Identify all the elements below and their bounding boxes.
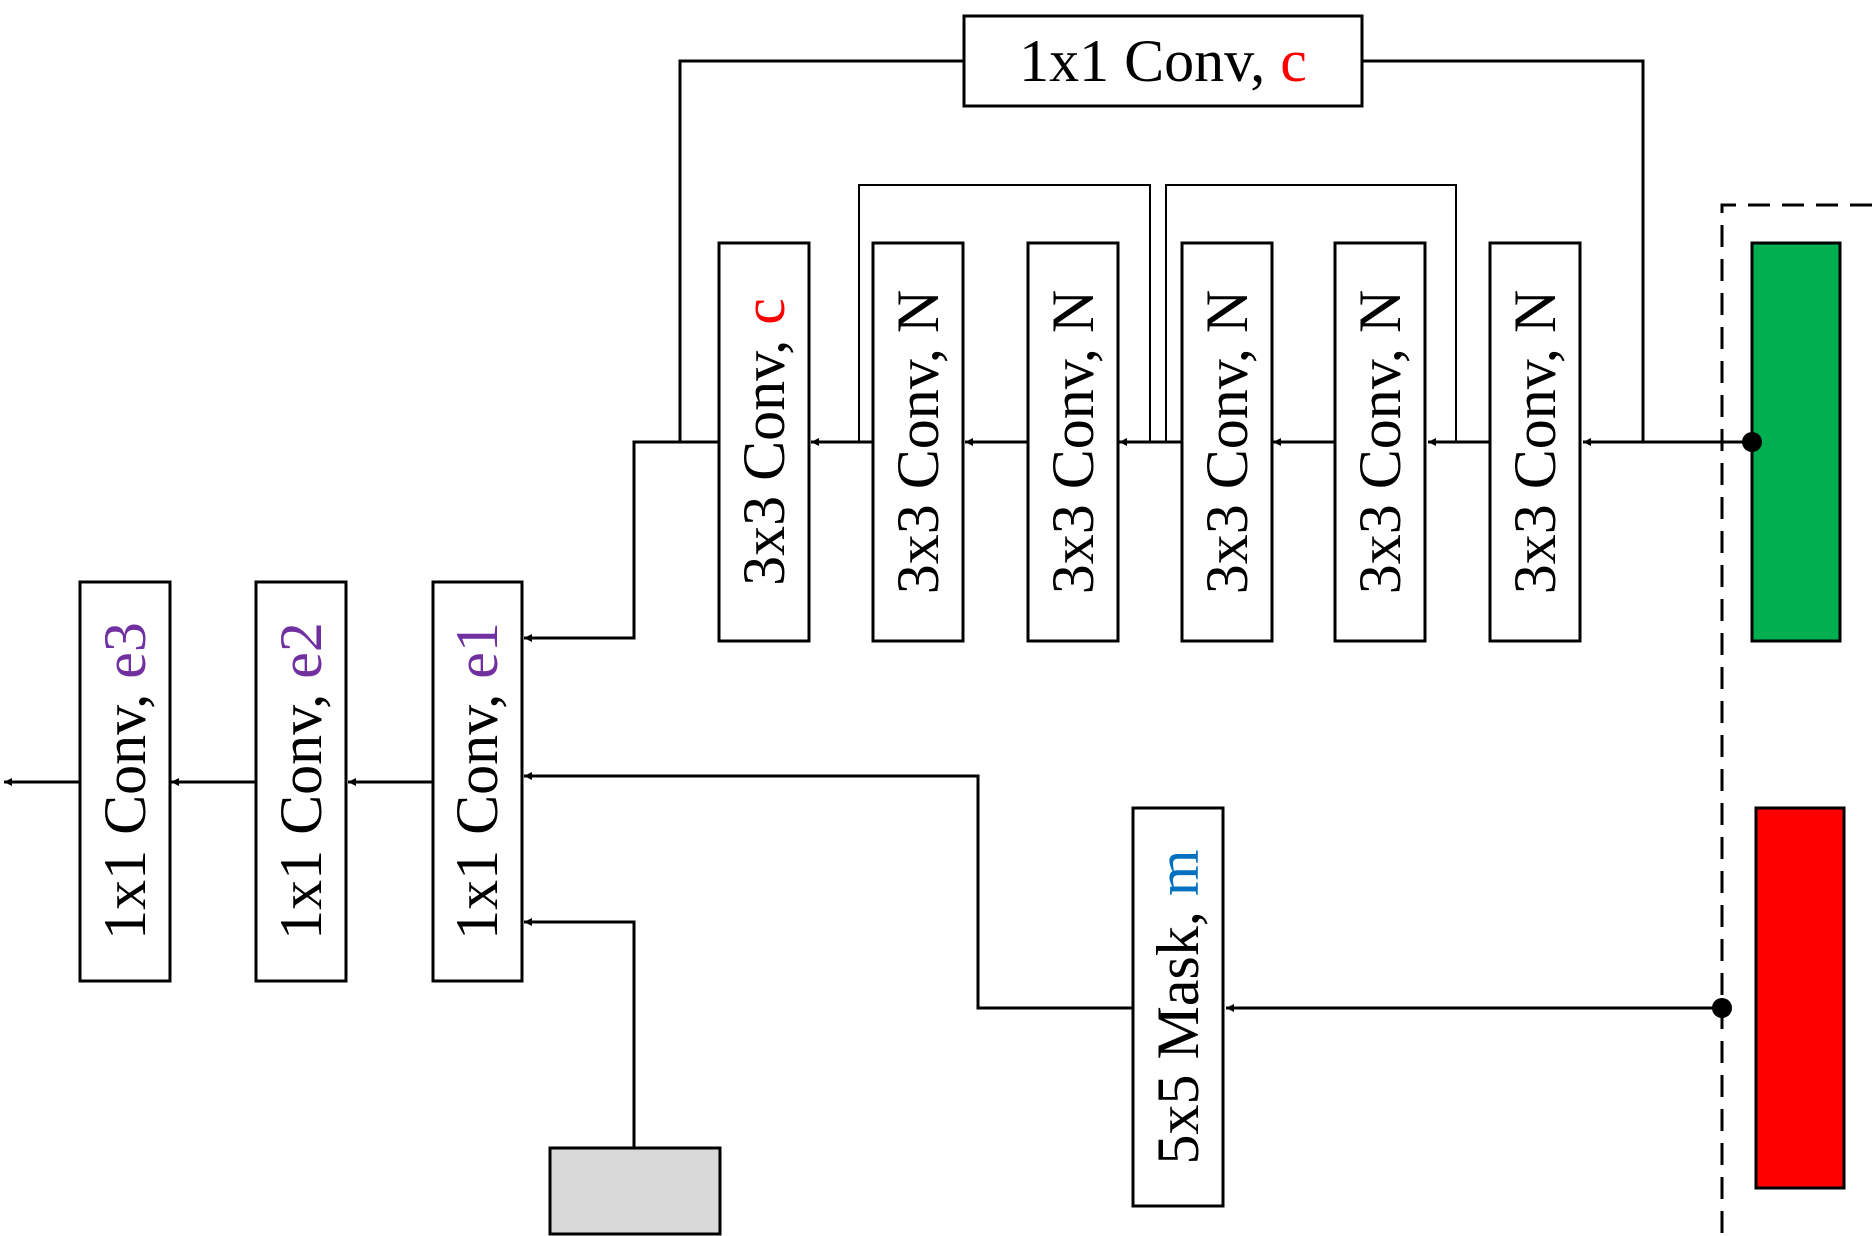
conv-n3-label: 3x3 Conv, N	[1194, 290, 1260, 594]
top-conv-c-text: 1x1 Conv,	[1019, 28, 1280, 94]
conv-n2-block: 3x3 Conv, N	[1026, 241, 1120, 643]
conv-e3-param: e3	[92, 622, 158, 679]
conv-n3-block: 3x3 Conv, N	[1180, 241, 1274, 643]
conv-e2-param: e2	[268, 622, 334, 679]
conv-n2-box	[1026, 241, 1120, 643]
conv-c-param: c	[731, 298, 797, 325]
conv-c-box	[717, 241, 811, 643]
conv-n4-block: 3x3 Conv, N	[1333, 241, 1427, 643]
conv-n3-text: 3x3 Conv,	[1194, 333, 1260, 594]
conv-n5-text: 3x3 Conv,	[1502, 333, 1568, 594]
conv-e1-param: e1	[444, 622, 510, 679]
mask-label: 5x5 Mask, m	[1145, 849, 1211, 1164]
conv-e3-box	[78, 580, 172, 983]
conv-n1-block: 3x3 Conv, N	[871, 241, 965, 643]
top-skip-wire-right	[1361, 59, 1645, 442]
top-conv-c-label: 1x1 Conv, c	[1019, 28, 1307, 94]
inner-skip-wire-1	[858, 184, 1151, 442]
conv-e2-label: 1x1 Conv, e2	[268, 622, 334, 940]
conv-n1-label: 3x3 Conv, N	[885, 290, 951, 594]
conv-n1-param: N	[885, 290, 951, 333]
wire-mask-to-e1	[524, 772, 1133, 1010]
conv-n2-param: N	[1040, 290, 1106, 333]
conv-n5-box	[1488, 241, 1582, 643]
conv-n4-param: N	[1347, 290, 1413, 333]
conv-c-label: 3x3 Conv, c	[731, 298, 797, 586]
top-conv-c-param: c	[1280, 28, 1307, 94]
gray-input-box	[548, 1146, 722, 1236]
mask-text: 5x5 Mask,	[1145, 896, 1211, 1164]
wire-gray-to-e1	[524, 918, 636, 1148]
mask-param: m	[1145, 849, 1211, 896]
conv-e3-label: 1x1 Conv, e3	[92, 622, 158, 940]
conv-e3-block: 1x1 Conv, e3	[78, 580, 172, 983]
mask-box	[1131, 806, 1225, 1208]
conv-e3-text: 1x1 Conv,	[92, 679, 158, 940]
conv-n1-box	[871, 241, 965, 643]
conv-e1-label: 1x1 Conv, e1	[444, 622, 510, 940]
top-conv-c-box	[962, 14, 1364, 108]
conv-e2-box	[254, 580, 348, 983]
top-skip-wire-left	[678, 59, 964, 442]
conv-n4-text: 3x3 Conv,	[1347, 333, 1413, 594]
input-panel-border	[1720, 203, 1872, 1236]
mask-block: 5x5 Mask, m	[1131, 806, 1225, 1208]
junction-dot-green	[1742, 432, 1762, 452]
conv-c-text: 3x3 Conv,	[731, 325, 797, 586]
conv-n5-block: 3x3 Conv, N	[1488, 241, 1582, 643]
conv-n2-label: 3x3 Conv, N	[1040, 290, 1106, 594]
conv-e1-block: 1x1 Conv, e1	[431, 580, 524, 983]
conv-e2-block: 1x1 Conv, e2	[254, 580, 348, 983]
conv-n4-label: 3x3 Conv, N	[1347, 290, 1413, 594]
junction-dot-red	[1712, 998, 1732, 1018]
conv-n5-label: 3x3 Conv, N	[1502, 290, 1568, 594]
conv-n4-box	[1333, 241, 1427, 643]
wire-c-to-e1	[524, 440, 719, 642]
inner-skip-wire-2	[1165, 184, 1457, 442]
red-feature-map	[1754, 806, 1846, 1190]
conv-c-block: 3x3 Conv, c	[717, 241, 811, 643]
conv-e1-text: 1x1 Conv,	[444, 679, 510, 940]
conv-n1-text: 3x3 Conv,	[885, 333, 951, 594]
conv-n2-text: 3x3 Conv,	[1040, 333, 1106, 594]
conv-n3-box	[1180, 241, 1274, 643]
conv-n3-param: N	[1194, 290, 1260, 333]
conv-n5-param: N	[1502, 290, 1568, 333]
green-feature-map	[1750, 241, 1842, 643]
conv-e2-text: 1x1 Conv,	[268, 679, 334, 940]
conv-e1-box	[431, 580, 524, 983]
